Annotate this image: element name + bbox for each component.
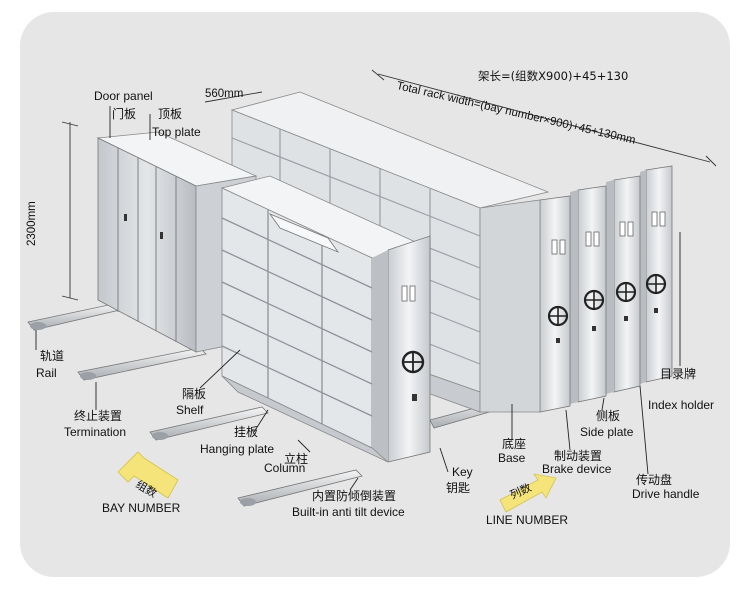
label-column: Column: [264, 461, 306, 475]
key-lock: [412, 394, 417, 401]
rail-end-cap: [152, 432, 168, 440]
label-rail-cn: 轨道: [40, 349, 65, 363]
label-door-panel: Door panel: [94, 89, 153, 103]
rail-end-cap: [30, 322, 46, 330]
label-top-plate-cn: 顶板: [158, 107, 183, 121]
label-termination-cn: 终止装置: [74, 409, 123, 423]
label-shelf-cn: 隔板: [182, 387, 207, 401]
label-index: Index holder: [648, 398, 715, 412]
rail-end-cap: [80, 372, 96, 380]
label-hanging-plate: Hanging plate: [200, 442, 275, 456]
label-anti-tilt-cn: 内置防倾倒装置: [312, 489, 397, 503]
label-door-panel-cn: 门板: [112, 107, 137, 121]
bay-number-label: BAY NUMBER: [102, 501, 181, 515]
label-drive-cn: 传动盘: [636, 473, 673, 487]
label-key-cn: 钥匙: [446, 481, 471, 495]
bay-arrow-icon: [117, 451, 179, 499]
leader-lines: [35, 106, 681, 491]
label-hanging-plate-cn: 挂板: [234, 425, 259, 439]
line-number-label: LINE NUMBER: [486, 513, 569, 527]
dimension-lines: [61, 69, 717, 301]
label-brake: Brake device: [542, 462, 612, 476]
label-index-cn: 目录牌: [660, 367, 697, 381]
label-brake-cn: 制动装置: [554, 449, 603, 463]
label-rail: Rail: [36, 366, 57, 380]
label-key: Key: [452, 465, 473, 479]
label-top-plate: Top plate: [152, 125, 201, 139]
rail-end-cap: [240, 498, 256, 506]
label-termination: Termination: [64, 425, 127, 439]
height-dimension: 2300mm: [26, 201, 38, 246]
label-anti-tilt: Built-in anti tilt device: [292, 505, 405, 519]
label-side-plate-cn: 侧板: [596, 409, 621, 423]
label-side-plate: Side plate: [580, 425, 634, 439]
rails: [27, 302, 525, 507]
carriage-end-panels: [479, 165, 673, 413]
front-open-rack: [220, 175, 431, 463]
label-drive: Drive handle: [632, 487, 700, 501]
label-column-cn: 立柱: [284, 452, 309, 466]
label-base: Base: [498, 451, 526, 465]
line-arrow-icon: [499, 473, 557, 513]
depth-dimension: 560mm: [205, 88, 244, 100]
rack-length-cn: 架长=(组数X900)+45+130: [478, 69, 629, 83]
label-base-cn: 底座: [502, 437, 527, 451]
label-shelf: Shelf: [176, 403, 204, 417]
